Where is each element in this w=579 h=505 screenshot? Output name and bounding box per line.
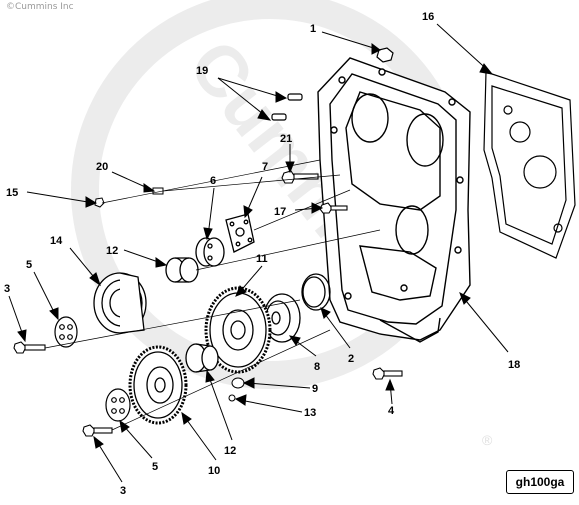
callout-label: 20 <box>96 161 108 173</box>
registered-mark: ® <box>482 432 493 448</box>
bolt <box>372 367 403 380</box>
copyright-text: ©Cummins Inc <box>6 2 74 12</box>
callout-labels: 1 16 19 21 20 7 6 15 17 14 12 5 3 11 2 8… <box>4 11 520 497</box>
large-gear <box>128 345 188 425</box>
callout-label: 16 <box>422 11 434 23</box>
callout-label: 9 <box>312 383 318 395</box>
bolt <box>13 341 46 354</box>
callout-label: 1 <box>310 23 316 35</box>
assembly-lines <box>44 159 381 431</box>
callout-label: 21 <box>280 133 292 145</box>
spring-plug <box>228 377 245 402</box>
callout-label: 18 <box>508 359 520 371</box>
cam-gear <box>93 272 147 334</box>
leader-lines <box>8 23 509 483</box>
callout-label: 2 <box>348 353 354 365</box>
washer-plate <box>105 388 131 422</box>
callout-label: 14 <box>50 235 63 247</box>
callout-label: 8 <box>314 361 320 373</box>
callout-label: 17 <box>274 206 286 218</box>
callout-label: 3 <box>120 485 126 497</box>
callout-label: 12 <box>106 245 118 257</box>
seal-ring <box>301 273 331 311</box>
callout-label: 15 <box>6 187 18 199</box>
callout-label: 3 <box>4 283 10 295</box>
callout-label: 6 <box>210 175 216 187</box>
screw <box>94 197 105 208</box>
callout-label: 7 <box>262 161 268 173</box>
gasket <box>483 71 576 259</box>
washer-plate <box>54 316 78 348</box>
callout-label: 12 <box>224 445 236 457</box>
callout-label: 10 <box>208 465 220 477</box>
figure-id-label: gh100ga <box>506 470 574 494</box>
callout-label: 5 <box>26 259 32 271</box>
callout-label: 19 <box>196 65 208 77</box>
adapter-plate <box>195 237 225 267</box>
callout-label: 5 <box>152 461 158 473</box>
callout-label: 4 <box>388 405 395 417</box>
callout-label: 11 <box>256 253 268 265</box>
bolt <box>82 424 113 437</box>
bushing <box>185 343 219 373</box>
callout-label: 13 <box>304 407 316 419</box>
bushing <box>165 257 199 283</box>
nut <box>376 47 394 63</box>
gear-cover-housing <box>317 57 471 343</box>
dowel-pins <box>271 93 303 121</box>
adapter-block <box>225 213 255 253</box>
